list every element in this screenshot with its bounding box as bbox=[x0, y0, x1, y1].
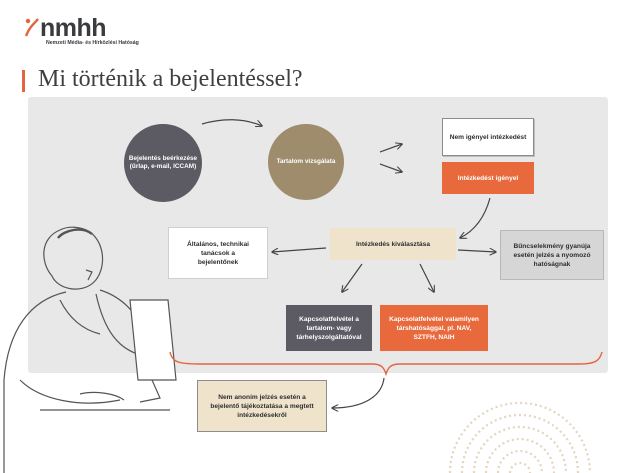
report-received-node: Bejelentés beérkezése (űrlap, e-mail, IC… bbox=[124, 124, 202, 202]
logo-wordmark: nmhh bbox=[40, 14, 107, 42]
general-advice-box: Általános, technikai tanácsok a bejelent… bbox=[168, 227, 268, 279]
logo-mark-icon bbox=[24, 18, 39, 37]
person-at-computer-illustration bbox=[3, 226, 177, 473]
contact-authority-box: Kapcsolatfelvétel valamilyen társhatóság… bbox=[380, 305, 488, 351]
title-accent-bar bbox=[22, 70, 25, 92]
no-action-needed-box: Nem igényel intézkedést bbox=[442, 118, 534, 156]
orange-brace bbox=[169, 351, 603, 377]
inform-reporter-box: Nem anonim jelzés esetén a bejelentő táj… bbox=[197, 380, 327, 432]
crime-report-box: Bűncselekmény gyanúja esetén jelzés a ny… bbox=[500, 230, 604, 280]
content-review-node: Tartalom vizsgálata bbox=[268, 124, 344, 200]
page-title: Mi történik a bejelentéssel? bbox=[38, 66, 303, 92]
logo-subtitle: Nemzeti Média- és Hírközlési Hatóság bbox=[46, 40, 139, 46]
decorative-arcs bbox=[448, 401, 592, 473]
action-needed-box: Intézkedést igényel bbox=[442, 162, 534, 194]
select-action-box: Intézkedés kiválasztása bbox=[330, 228, 456, 260]
contact-host-box: Kapcsolatfelvétel a tartalom- vagy tárhe… bbox=[286, 305, 372, 351]
